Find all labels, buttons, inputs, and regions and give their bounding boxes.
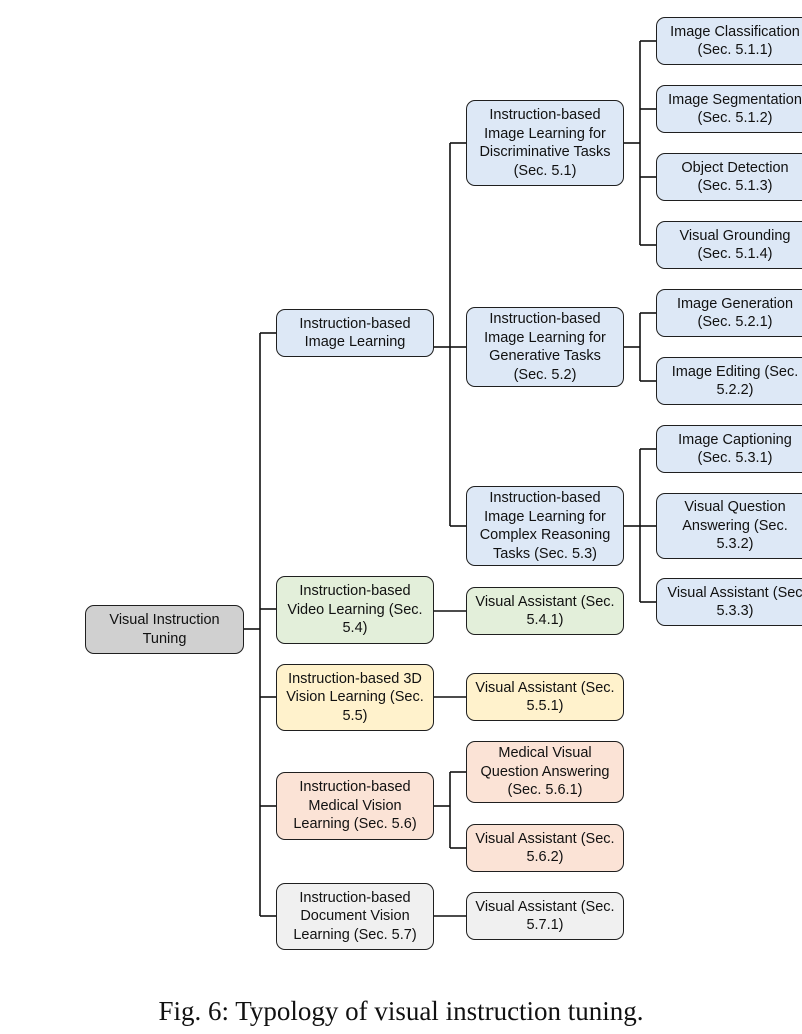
node-label: Visual Assistant (Sec. 5.6.2) bbox=[475, 830, 615, 866]
node-label: Instruction-based Image Learning for Com… bbox=[479, 490, 611, 562]
node-visual-grounding: Visual Grounding (Sec. 5.1.4) bbox=[656, 221, 802, 269]
node-discriminative-tasks: Instruction-based Image Learning for Dis… bbox=[466, 100, 624, 186]
node-image-captioning: Image Captioning (Sec. 5.3.1) bbox=[656, 425, 802, 473]
node-object-detection: Object Detection (Sec. 5.1.3) bbox=[656, 153, 802, 201]
node-visual-instruction-tuning: Visual Instruction Tuning bbox=[85, 605, 244, 654]
node-image-classification: Image Classification (Sec. 5.1.1) bbox=[656, 17, 802, 65]
node-3d-vision-learning: Instruction-based 3D Vision Learning (Se… bbox=[276, 664, 434, 731]
node-label: Medical Visual Question Answering (Sec. … bbox=[480, 745, 610, 799]
node-image-segmentation: Image Segmentation (Sec. 5.1.2) bbox=[656, 85, 802, 133]
node-label: Visual Question Answering (Sec. 5.3.2) bbox=[682, 499, 788, 553]
node-label: Instruction-based Medical Vision Learnin… bbox=[293, 779, 417, 833]
node-label: Image Segmentation (Sec. 5.1.2) bbox=[668, 91, 802, 127]
node-label: Visual Assistant (Sec. 5.7.1) bbox=[475, 898, 615, 934]
node-image-editing: Image Editing (Sec. 5.2.2) bbox=[656, 357, 802, 405]
node-3d-visual-assistant: Visual Assistant (Sec. 5.5.1) bbox=[466, 673, 624, 721]
node-medical-visual-assistant: Visual Assistant (Sec. 5.6.2) bbox=[466, 824, 624, 872]
node-label: Instruction-based 3D Vision Learning (Se… bbox=[286, 670, 424, 724]
node-visual-question-answering: Visual Question Answering (Sec. 5.3.2) bbox=[656, 493, 802, 559]
node-document-vision-learning: Instruction-based Document Vision Learni… bbox=[276, 883, 434, 950]
node-label: Object Detection (Sec. 5.1.3) bbox=[681, 159, 789, 195]
node-label: Instruction-based Document Vision Learni… bbox=[293, 889, 417, 943]
node-label: Visual Instruction Tuning bbox=[109, 612, 220, 647]
node-medical-vqa: Medical Visual Question Answering (Sec. … bbox=[466, 741, 624, 803]
node-generative-tasks: Instruction-based Image Learning for Gen… bbox=[466, 307, 624, 387]
node-video-visual-assistant: Visual Assistant (Sec. 5.4.1) bbox=[466, 587, 624, 635]
node-label: Image Editing (Sec. 5.2.2) bbox=[671, 363, 799, 399]
node-label: Instruction-based Image Learning for Dis… bbox=[479, 107, 611, 179]
node-label: Instruction-based Image Learning bbox=[299, 315, 411, 351]
node-label: Visual Assistant (Sec 5.3.3) bbox=[667, 584, 802, 620]
node-label: Visual Grounding (Sec. 5.1.4) bbox=[679, 227, 791, 263]
node-reasoning-visual-assistant: Visual Assistant (Sec 5.3.3) bbox=[656, 578, 802, 626]
node-complex-reasoning-tasks: Instruction-based Image Learning for Com… bbox=[466, 486, 624, 566]
node-document-visual-assistant: Visual Assistant (Sec. 5.7.1) bbox=[466, 892, 624, 940]
node-label: Instruction-based Video Learning (Sec. 5… bbox=[287, 583, 423, 637]
node-video-learning: Instruction-based Video Learning (Sec. 5… bbox=[276, 576, 434, 644]
node-label: Visual Assistant (Sec. 5.5.1) bbox=[475, 679, 615, 715]
node-image-generation: Image Generation (Sec. 5.2.1) bbox=[656, 289, 802, 337]
node-image-learning: Instruction-based Image Learning bbox=[276, 309, 434, 357]
figure-caption: Fig. 6: Typology of visual instruction t… bbox=[158, 996, 644, 1026]
node-label: Instruction-based Image Learning for Gen… bbox=[484, 311, 606, 383]
node-medical-vision-learning: Instruction-based Medical Vision Learnin… bbox=[276, 772, 434, 840]
node-label: Image Generation (Sec. 5.2.1) bbox=[676, 295, 794, 331]
node-label: Image Captioning (Sec. 5.3.1) bbox=[678, 431, 792, 467]
node-label: Visual Assistant (Sec. 5.4.1) bbox=[475, 593, 615, 629]
node-label: Image Classification (Sec. 5.1.1) bbox=[670, 23, 800, 59]
